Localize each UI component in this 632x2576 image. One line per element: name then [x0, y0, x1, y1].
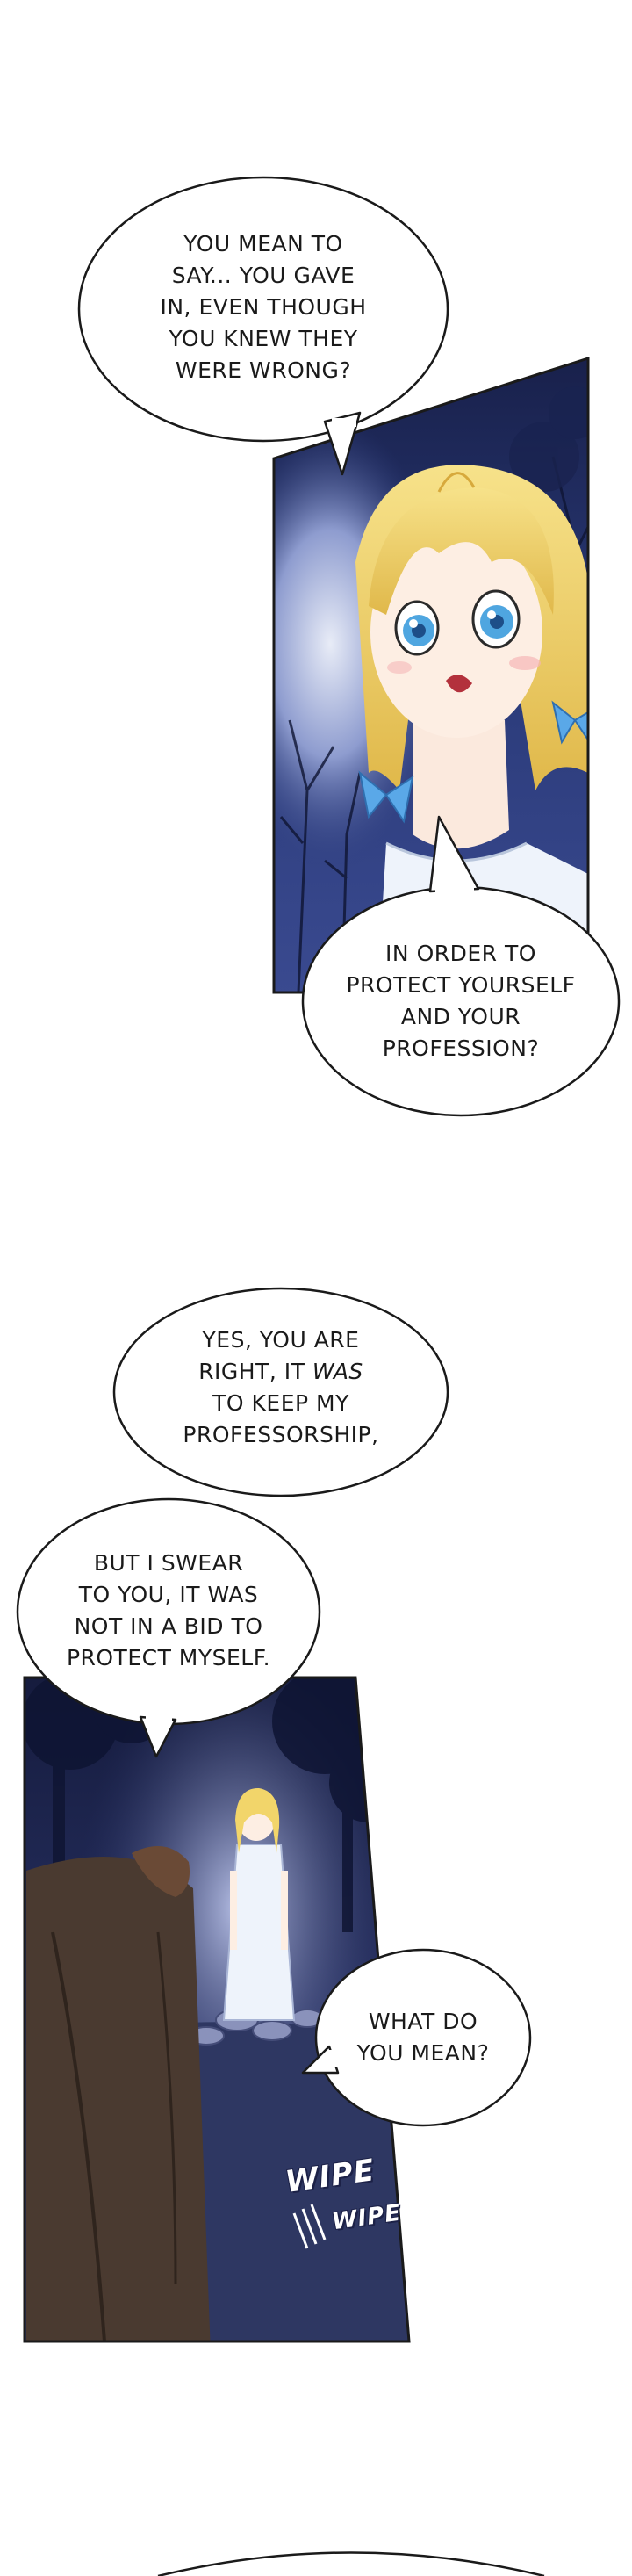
- bubble-4-line: PROTECT MYSELF.: [66, 1645, 271, 1670]
- bubble-3-line: TO KEEP MY: [212, 1390, 349, 1416]
- bubble-2-line: PROFESSION?: [382, 1035, 540, 1061]
- bubble-1-line: SAY... YOU GAVE: [171, 263, 356, 288]
- wipe-motion-lines: [292, 2204, 327, 2249]
- bubble-5-line: WHAT DO: [368, 2009, 478, 2034]
- bubble-4-line: NOT IN A BID TO: [74, 1613, 263, 1639]
- bubble-4-line: TO YOU, IT WAS: [78, 1582, 259, 1607]
- bubble-1-line: WERE WRONG?: [175, 357, 352, 383]
- bubble-3-emphasis: WAS: [312, 1359, 363, 1384]
- panel-2: [25, 1678, 409, 2341]
- bubble-3-line: PROFESSORSHIP,: [183, 1422, 379, 1447]
- bubble-2-line: AND YOUR: [400, 1004, 521, 1029]
- bubble-2-text: IN ORDER TO PROTECT YOURSELF AND YOUR PR…: [329, 938, 592, 1064]
- bubble-3-text: YES, YOU ARE RIGHT, IT WAS TO KEEP MY PR…: [149, 1324, 413, 1451]
- bubble-2-line: PROTECT YOURSELF: [346, 972, 576, 998]
- bubble-5-line: YOU MEAN?: [356, 2040, 490, 2066]
- bubble-3-line: RIGHT, IT WAS: [149, 1356, 413, 1388]
- bubble-4-line: BUT I SWEAR: [93, 1550, 244, 1576]
- girl-figure: [222, 1787, 296, 2021]
- bubble-1-line: YOU MEAN TO: [183, 231, 343, 256]
- bubble-2-line: IN ORDER TO: [385, 941, 536, 966]
- bubble-5-text: WHAT DO YOU MEAN?: [335, 2006, 511, 2069]
- bubble-1-line: IN, EVEN THOUGH: [160, 294, 367, 320]
- bubble-1-text: YOU MEAN TO SAY... YOU GAVE IN, EVEN THO…: [123, 228, 404, 386]
- bubble-1-line: YOU KNEW THEY: [169, 326, 358, 351]
- bubble-4-text: BUT I SWEAR TO YOU, IT WAS NOT IN A BID …: [37, 1548, 300, 1674]
- man-figure: [26, 1846, 211, 2341]
- bubble-3-line: YES, YOU ARE: [202, 1327, 360, 1353]
- next-bubble-top: [157, 2551, 545, 2576]
- bubble-3-prefix: RIGHT, IT: [198, 1359, 312, 1384]
